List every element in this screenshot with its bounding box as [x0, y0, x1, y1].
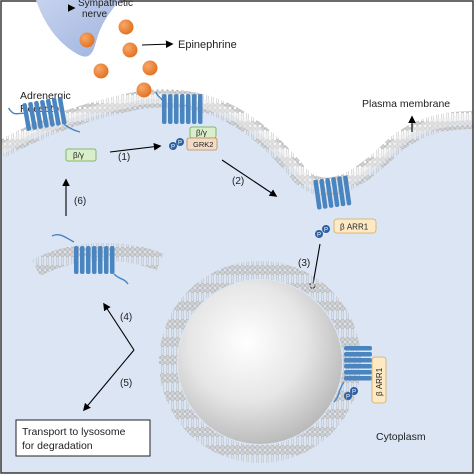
- sympathetic-nerve-label-line2: nerve: [82, 9, 107, 20]
- step-4-arrow: [103, 302, 135, 351]
- endosome-lumen: [178, 280, 342, 444]
- lysosome-transport-box: [15, 419, 151, 457]
- sympathetic-nerve-terminal: [36, 0, 120, 57]
- beta-arrestin-1-internalized: β ARR1: [371, 356, 387, 404]
- svg-text:β ARR1: β ARR1: [375, 367, 384, 396]
- svg-text:GRK2: GRK2: [193, 140, 213, 149]
- svg-text:β/γ: β/γ: [196, 129, 207, 138]
- svg-text:β/γ: β/γ: [73, 151, 84, 160]
- svg-text:P: P: [317, 233, 321, 239]
- epinephrine-label: Epinephrine: [178, 39, 237, 51]
- epinephrine-molecule: [122, 42, 138, 58]
- svg-text:P: P: [352, 390, 356, 396]
- lysosome-transport-line2: for degradation: [22, 440, 93, 452]
- step-5-label: (5): [120, 378, 132, 389]
- epinephrine-molecule: [136, 82, 152, 98]
- svg-text:P: P: [324, 228, 328, 234]
- svg-text:β ARR1: β ARR1: [340, 223, 369, 232]
- svg-text:P: P: [171, 145, 175, 151]
- phosphate-group: P P: [315, 225, 330, 239]
- step-1-arrow: [109, 142, 162, 153]
- step-3-label: (3): [298, 258, 310, 269]
- phosphate-group: P P: [169, 138, 184, 151]
- svg-text:P: P: [178, 141, 182, 147]
- step-5-arrow: [83, 349, 135, 412]
- lysosome-transport-line1: Transport to lysosome: [22, 426, 126, 438]
- adrenergic-receptor-resting: [8, 96, 81, 133]
- epinephrine-molecule: [93, 63, 109, 79]
- step-1-label: (1): [118, 152, 130, 163]
- epinephrine-molecule: [79, 32, 95, 48]
- phosphate-group: P P: [344, 387, 358, 401]
- epinephrine-molecule: [118, 19, 134, 35]
- adrenergic-receptor-recycled: [51, 233, 129, 285]
- adrenergic-receptor-activated: [155, 91, 203, 124]
- g-protein-beta-gamma-activated: β/γ: [189, 126, 217, 139]
- step-4-label: (4): [120, 312, 132, 323]
- sympathetic-nerve-label-line1: Sympathetic: [78, 0, 133, 9]
- adrenergic-receptor-label-line1: Adrenergic: [20, 90, 71, 102]
- step-2-label: (2): [232, 176, 244, 187]
- epinephrine-molecule: [142, 60, 158, 76]
- beta-arrestin-1: β ARR1: [333, 218, 377, 234]
- grk2-kinase: GRK2: [186, 137, 218, 151]
- adrenergic-receptor-arrestin-bound: [313, 175, 352, 210]
- svg-text:P: P: [346, 395, 350, 401]
- step-2-arrow: [221, 159, 278, 197]
- adrenergic-receptor-internalized: [333, 346, 372, 403]
- plasma-membrane-label: Plasma membrane: [362, 98, 450, 110]
- cytoplasm-label: Cytoplasm: [376, 431, 426, 443]
- step-6-label: (6): [74, 196, 86, 207]
- epinephrine-pointer-arrow: [141, 40, 174, 49]
- g-protein-beta-gamma-resting: β/γ: [65, 148, 97, 162]
